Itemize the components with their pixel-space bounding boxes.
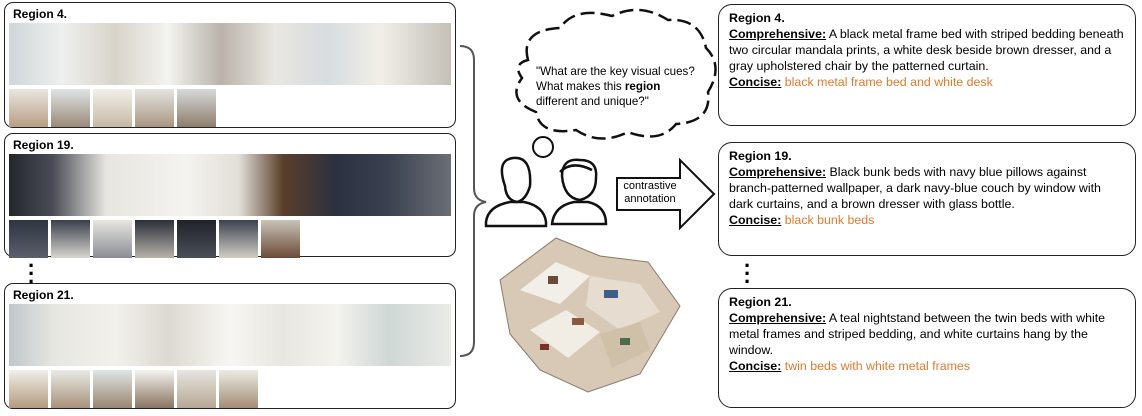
view-thumbnails	[9, 370, 258, 408]
card-title: Region 19.	[729, 149, 792, 163]
card-title: Region 21.	[729, 295, 792, 309]
panorama-image	[9, 23, 451, 85]
ellipsis-vertical-icon: ···	[28, 253, 36, 294]
view-thumbnail	[51, 89, 90, 127]
view-thumbnail	[9, 370, 48, 408]
view-thumbnail	[177, 370, 216, 408]
comprehensive-caption: Comprehensive: A black metal frame bed w…	[729, 27, 1124, 73]
view-thumbnail	[93, 370, 132, 408]
region-title: Region 21.	[13, 288, 74, 302]
region-panel-4: Region 4.	[4, 2, 456, 128]
panorama-image	[9, 154, 451, 216]
view-thumbnail	[93, 220, 132, 258]
brace-icon	[459, 45, 487, 357]
region-title: Region 19.	[13, 138, 74, 152]
view-thumbnail	[135, 370, 174, 408]
view-thumbnail	[135, 89, 174, 127]
view-thumbnail	[9, 89, 48, 127]
caption-card-19: Region 19. Comprehensive: Black bunk bed…	[718, 142, 1136, 256]
view-thumbnail	[219, 370, 258, 408]
thought-text: "What are the key visual cues? What make…	[536, 65, 695, 108]
view-thumbnail	[135, 220, 174, 258]
caption-card-21: Region 21. Comprehensive: A teal nightst…	[718, 288, 1136, 408]
annotator-woman-icon	[484, 156, 548, 228]
comprehensive-caption: Comprehensive: Black bunk beds with navy…	[729, 165, 1101, 211]
ellipsis-vertical-icon: ···	[744, 253, 752, 294]
view-thumbnail	[261, 220, 300, 258]
view-thumbnail	[177, 89, 216, 127]
concise-caption: Concise: twin beds with white metal fram…	[729, 359, 971, 373]
view-thumbnail	[219, 220, 258, 258]
panorama-image	[9, 304, 451, 366]
concise-caption: Concise: black bunk beds	[729, 213, 875, 227]
arrow-label: contrastive annotation	[623, 180, 677, 205]
view-thumbnail	[51, 370, 90, 408]
view-thumbnails	[9, 220, 300, 258]
region-panel-19: Region 19.	[4, 133, 456, 258]
region-panel-21: Region 21.	[4, 283, 456, 409]
view-thumbnail	[177, 220, 216, 258]
annotator-man-icon	[550, 158, 608, 226]
region-title: Region 4.	[13, 7, 68, 21]
caption-card-4: Region 4. Comprehensive: A black metal f…	[718, 4, 1136, 126]
comprehensive-caption: Comprehensive: A teal nightstand between…	[729, 311, 1106, 357]
view-thumbnail	[93, 89, 132, 127]
view-thumbnail	[51, 220, 90, 258]
view-thumbnails	[9, 89, 216, 127]
house-3d-model-icon	[499, 237, 681, 393]
card-title: Region 4.	[729, 11, 785, 25]
view-thumbnail	[9, 220, 48, 258]
concise-caption: Concise: black metal frame bed and white…	[729, 75, 993, 89]
thought-bubble-icon	[532, 136, 554, 158]
